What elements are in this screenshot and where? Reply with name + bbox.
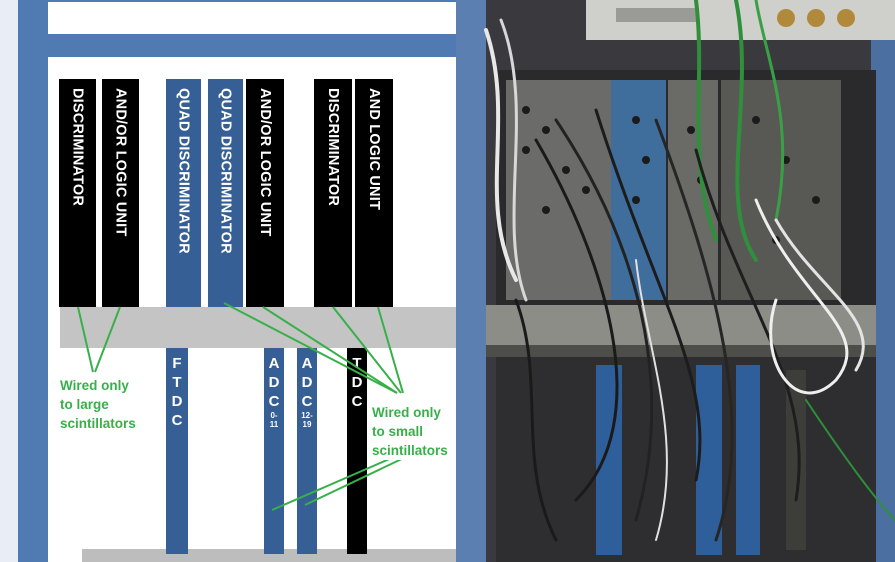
crate-shelf <box>60 307 456 348</box>
top-panel <box>48 2 456 34</box>
module-quad-discriminator-2: QUAD DISCRIMINATOR <box>208 79 243 307</box>
module-discriminator-1: DISCRIMINATOR <box>59 79 96 307</box>
module-discriminator-2: DISCRIMINATOR <box>314 79 352 307</box>
module-label: QUAD DISCRIMINATOR <box>175 88 192 254</box>
module-label: DISCRIMINATOR <box>325 88 341 207</box>
module-label: AND LOGIC UNIT <box>366 88 382 211</box>
module-and-logic-unit: AND LOGIC UNIT <box>355 79 393 307</box>
module-label: AND/OR LOGIC UNIT <box>257 88 273 237</box>
module-and-or-logic-unit-1: AND/OR LOGIC UNIT <box>102 79 139 307</box>
module-quad-discriminator-1: QUAD DISCRIMINATOR <box>166 79 201 307</box>
module-channel-range: 12-19 <box>301 411 313 429</box>
module-and-or-logic-unit-2: AND/OR LOGIC UNIT <box>246 79 284 307</box>
module-label: QUAD DISCRIMINATOR <box>217 88 234 254</box>
module-label: AND/OR LOGIC UNIT <box>112 88 129 237</box>
module-channel-range: 0-11 <box>269 411 279 429</box>
crate-photo <box>456 0 895 562</box>
module-label: DISCRIMINATOR <box>69 88 86 207</box>
